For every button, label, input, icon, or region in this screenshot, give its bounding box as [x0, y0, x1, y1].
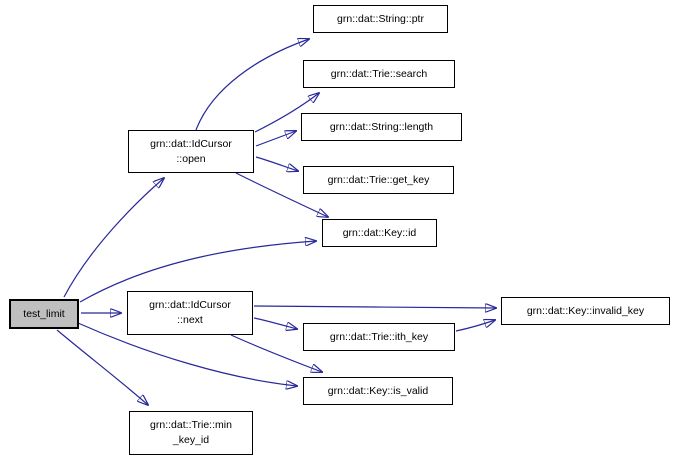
- edge-test_limit-min_key_id: [56, 329, 148, 405]
- node-test_limit: test_limit: [9, 299, 79, 329]
- edge-open-length: [255, 131, 296, 147]
- node-trie-get_key[interactable]: grn::dat::Trie::get_key: [303, 166, 454, 194]
- edge-next-ith_key: [253, 317, 297, 329]
- node-string-length[interactable]: grn::dat::String::length: [301, 113, 462, 141]
- node-trie-search[interactable]: grn::dat::Trie::search: [303, 60, 455, 88]
- edge-ith_key-invalid_key: [455, 320, 495, 332]
- edge-open-get_key: [255, 156, 298, 171]
- node-string-ptr[interactable]: grn::dat::String::ptr: [313, 5, 448, 33]
- edge-open-ptr: [195, 39, 309, 131]
- node-key-invalid_key[interactable]: grn::dat::Key::invalid_key: [501, 297, 670, 325]
- node-trie-ith_key[interactable]: grn::dat::Trie::ith_key: [303, 323, 455, 351]
- node-key-is_valid[interactable]: grn::dat::Key::is_valid: [303, 377, 453, 405]
- node-idcursor-next[interactable]: grn::dat::IdCursor ::next: [127, 291, 253, 335]
- edge-next-invalid_key: [253, 306, 496, 308]
- node-key-id[interactable]: grn::dat::Key::id: [322, 219, 437, 247]
- edge-test_limit-open: [63, 178, 164, 298]
- node-idcursor-open[interactable]: grn::dat::IdCursor ::open: [128, 130, 254, 173]
- node-trie-min_key_id[interactable]: grn::dat::Trie::min _key_id: [129, 411, 253, 455]
